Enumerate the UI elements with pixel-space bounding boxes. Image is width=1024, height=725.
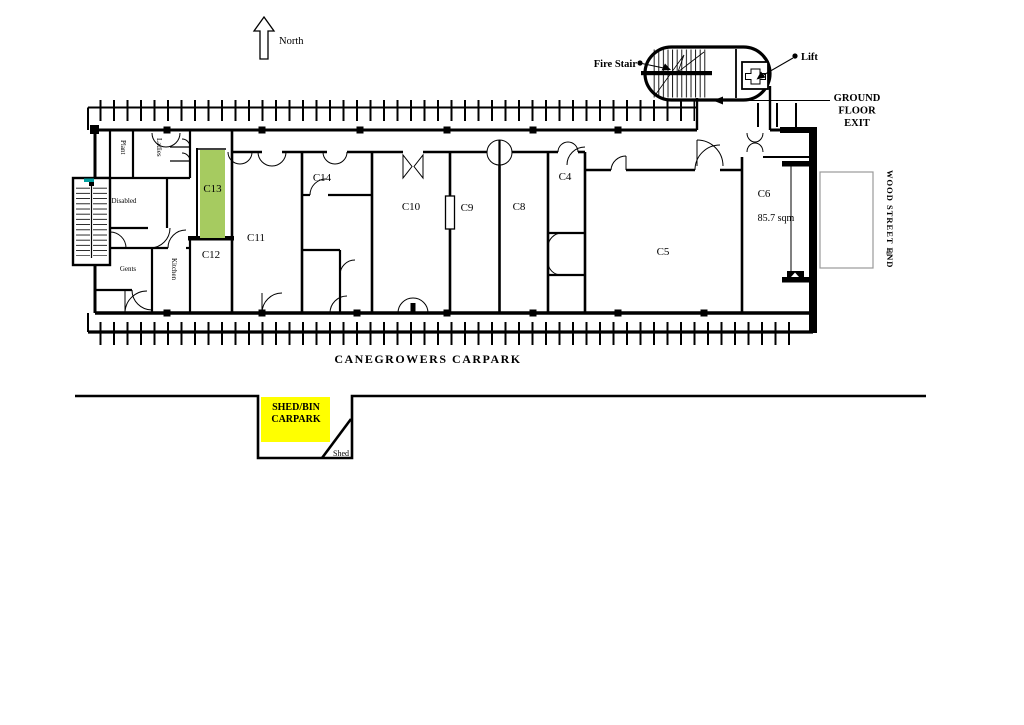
platform-outline — [819, 171, 874, 269]
facility-label-plant: Plant — [119, 140, 127, 154]
north-arrow-icon — [252, 15, 276, 60]
ground-floor-exit-sign: GROUND FLOOR EXIT — [713, 93, 881, 129]
carpark-strip-bottom — [87, 313, 813, 345]
stairwell-teal-marker — [84, 178, 94, 182]
compass: North — [252, 15, 304, 60]
stairwell-treads-right — [93, 184, 107, 256]
room-labels: C13 C12 C11 C14 C10 C9 C8 C4 C5 C6 85.7 … — [202, 171, 795, 261]
boundary-line — [75, 394, 926, 460]
lift-callout-arrowhead — [756, 71, 766, 80]
exit-line-1: GROUND — [834, 93, 881, 104]
shed-label: Shed — [333, 449, 349, 458]
carpark-strip-top — [87, 100, 697, 130]
facility-label-disabled: Disabled — [112, 197, 137, 205]
room-label-c11: C11 — [247, 232, 265, 244]
room-label-c10: C10 — [402, 201, 421, 213]
stair-direction-line — [655, 51, 705, 95]
c13-highlight-rect — [200, 150, 225, 238]
room-label-c8: C8 — [513, 201, 526, 213]
building-envelope — [93, 86, 817, 333]
room-label-c6-area: 85.7 sqm — [758, 213, 795, 224]
fire-stair-callout-arrowhead — [661, 63, 671, 71]
room-label-c4: C4 — [559, 171, 572, 183]
c13-highlight — [200, 150, 225, 238]
north-label: North — [279, 36, 304, 47]
facility-label-gents: Gents — [120, 265, 137, 273]
room-label-c13: C13 — [203, 183, 222, 195]
structural-columns — [90, 125, 708, 317]
exit-line-2: FLOOR — [838, 106, 876, 117]
fire-stair-callout-dot — [637, 60, 643, 66]
facility-labels: Plant Ladies Disabled Gents Kitchen — [112, 138, 178, 281]
canegrowers-carpark-label: CANEGROWERS CARPARK — [334, 352, 521, 366]
room-label-c5: C5 — [657, 246, 670, 258]
lift-label: Lift — [801, 52, 818, 63]
exit-arrowhead — [713, 96, 723, 105]
wall-bar-below-c13 — [188, 236, 234, 241]
door-swings — [109, 132, 764, 314]
fire-stair-core: Fire Stair Lift — [594, 45, 818, 102]
exit-line-3: EXIT — [844, 118, 870, 129]
shed-bin-label-2: CARPARK — [271, 414, 320, 425]
shed-bin-label-1: SHED/BIN — [272, 402, 321, 413]
stair-landing — [641, 71, 712, 76]
wood-street-end-label: WOOD STREET END — [885, 170, 895, 268]
facility-label-kitchen: Kitchen — [170, 258, 178, 281]
lift-callout-dot — [792, 53, 798, 59]
shed-bin-highlight-rect — [261, 397, 330, 442]
facility-label-ladies: Ladies — [155, 138, 163, 157]
wood-street-platform: WOOD STREET END — [787, 170, 895, 279]
interior-walls — [95, 130, 809, 313]
left-stairwell — [71, 176, 112, 267]
stairwell-treads-left — [76, 184, 90, 256]
room-label-c6: C6 — [758, 188, 771, 200]
room-label-c12: C12 — [202, 249, 220, 261]
room-label-c9: C9 — [461, 202, 474, 214]
parking-bays-top — [95, 100, 695, 121]
room-label-c14: C14 — [313, 172, 332, 184]
carpark-area: CANEGROWERS CARPARK SHED/BIN CARPARK She… — [75, 352, 926, 460]
fire-stair-label: Fire Stair — [594, 59, 638, 70]
